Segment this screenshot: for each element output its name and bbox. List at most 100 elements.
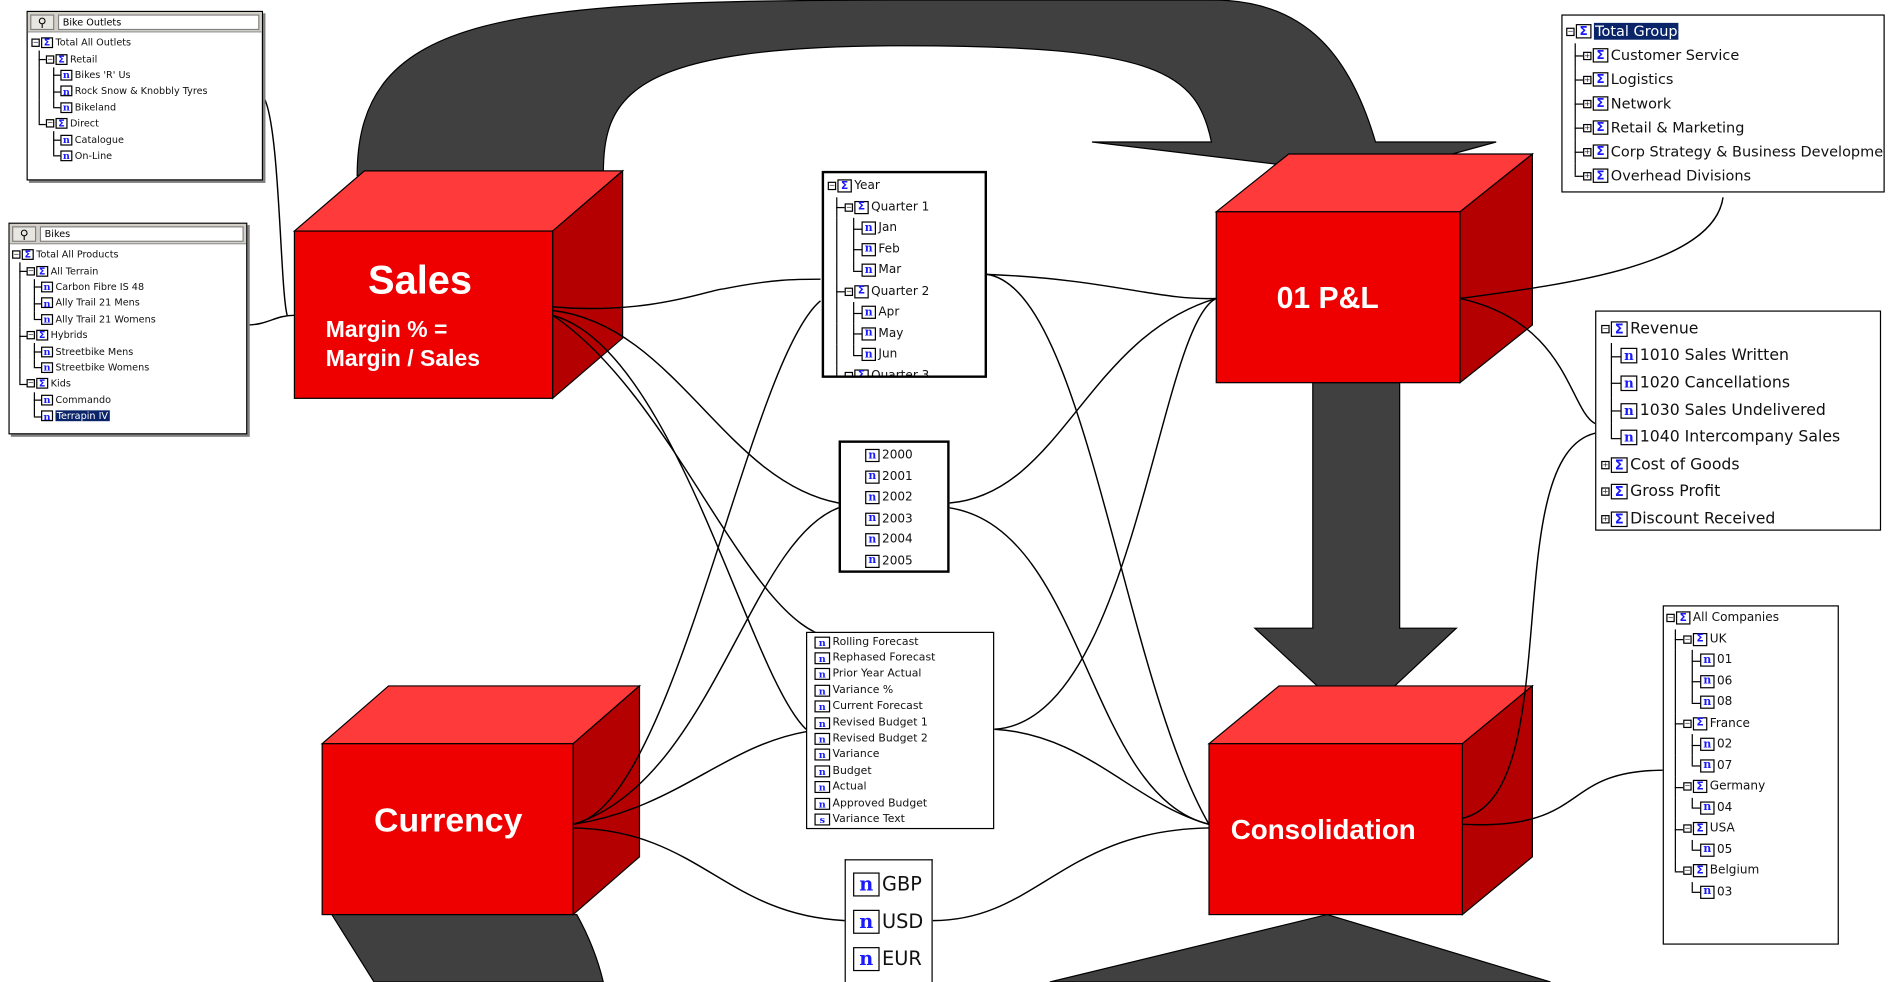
minus-box-icon[interactable]: − — [1683, 635, 1692, 644]
minus-box-icon[interactable]: − — [827, 182, 837, 191]
minus-box-icon[interactable]: − — [844, 287, 854, 296]
minus-box-icon[interactable]: − — [45, 119, 55, 128]
plus-box-icon[interactable]: + — [1583, 99, 1592, 108]
minus-box-icon[interactable]: − — [1683, 866, 1692, 876]
link-icon[interactable]: ⚲ — [30, 13, 55, 30]
minus-box-icon[interactable]: − — [1683, 719, 1692, 728]
plus-box-icon[interactable]: + — [1601, 460, 1610, 470]
minus-box-icon[interactable]: − — [26, 266, 35, 276]
minus-box-icon[interactable]: − — [26, 331, 35, 340]
minus-box-icon[interactable]: − — [1683, 824, 1692, 834]
plus-box-icon[interactable]: + — [1583, 75, 1592, 84]
minus-box-icon[interactable]: − — [1601, 324, 1610, 334]
outlets-subset-field[interactable]: Bike Outlets — [57, 13, 260, 30]
plus-box-icon[interactable]: + — [1583, 171, 1592, 180]
minus-box-icon[interactable]: − — [844, 203, 854, 212]
products-subset-field[interactable]: Bikes — [39, 225, 244, 242]
plus-box-icon[interactable]: + — [1601, 514, 1610, 524]
plus-box-icon[interactable]: + — [1583, 123, 1592, 132]
minus-box-icon[interactable]: − — [1566, 27, 1575, 36]
minus-box-icon[interactable]: − — [31, 38, 40, 48]
minus-box-icon[interactable]: − — [844, 371, 854, 376]
link-icon[interactable]: ⚲ — [12, 225, 37, 242]
plus-box-icon[interactable]: + — [1583, 147, 1592, 156]
minus-box-icon[interactable]: − — [45, 54, 55, 64]
minus-box-icon[interactable]: − — [12, 250, 21, 259]
